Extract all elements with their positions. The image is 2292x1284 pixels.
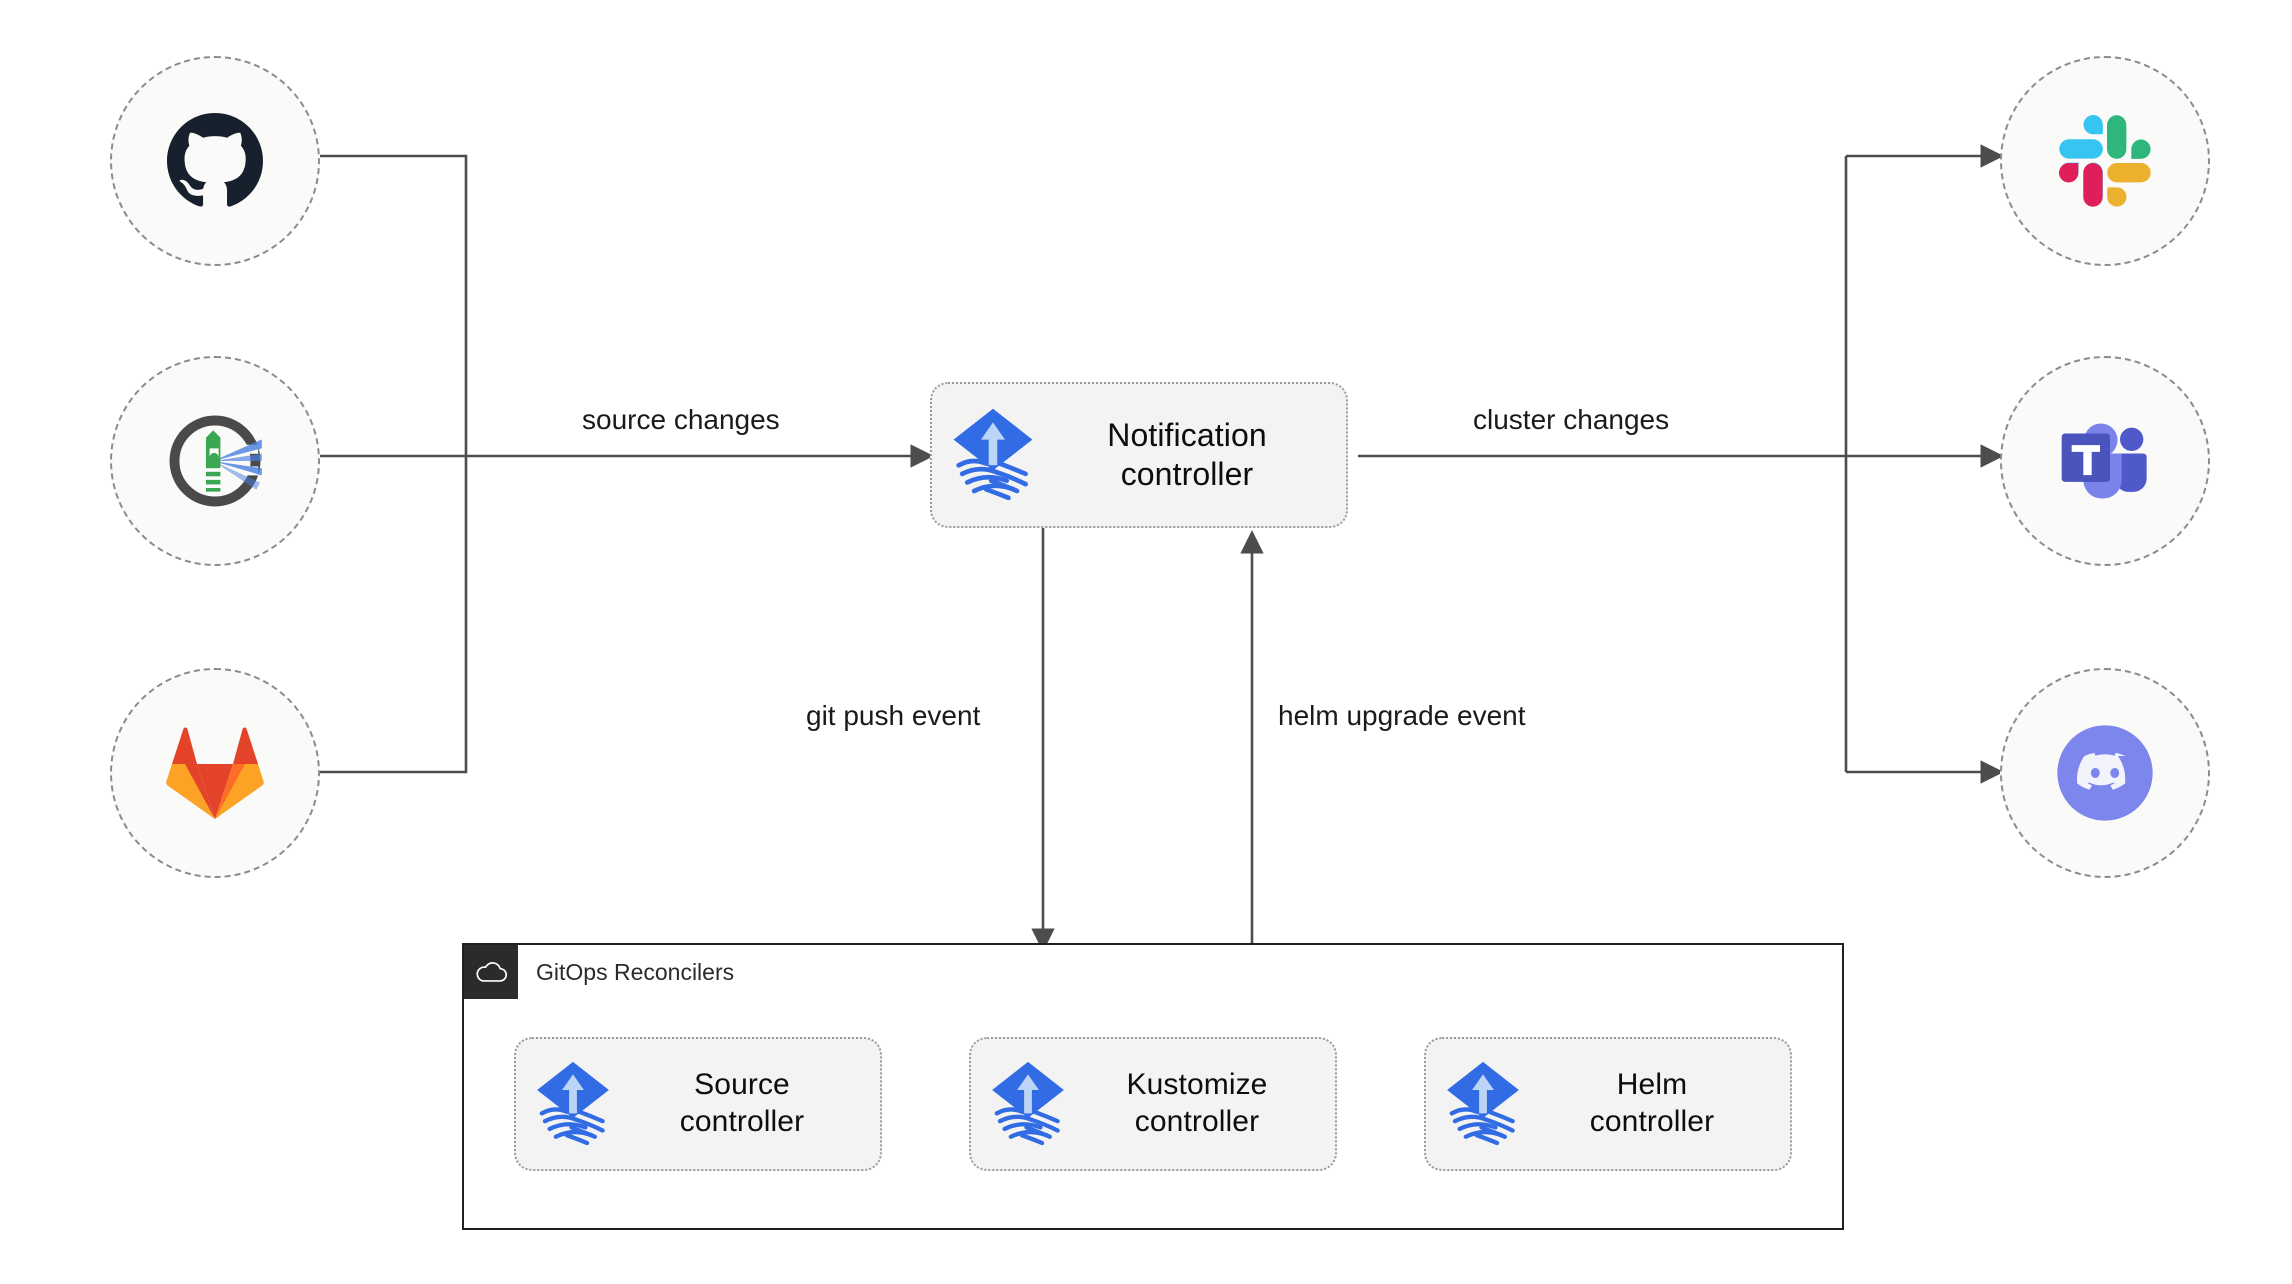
- target-node-slack[interactable]: [2000, 56, 2210, 266]
- node-helm-controller[interactable]: Helm controller: [1424, 1037, 1792, 1171]
- node-notification-controller[interactable]: Notification controller: [930, 382, 1348, 528]
- slack-icon: [2059, 115, 2151, 207]
- node-label: Source controller: [679, 1068, 805, 1138]
- node-source-controller[interactable]: Source controller: [514, 1037, 882, 1171]
- edge-github-to-bus: [320, 154, 468, 456]
- flux-logo-icon: [989, 1060, 1067, 1148]
- group-title: GitOps Reconcilers: [536, 958, 735, 985]
- flux-logo-icon: [950, 407, 1036, 503]
- edge-label-cluster-changes: cluster changes: [1467, 404, 1676, 436]
- edge-label-source-changes: source changes: [576, 404, 786, 436]
- flux-logo-icon: [1444, 1060, 1522, 1148]
- group-header: GitOps Reconcilers: [464, 945, 734, 999]
- cloud-icon: [464, 945, 518, 999]
- target-node-discord[interactable]: [2000, 668, 2210, 878]
- node-label: Notification controller: [1107, 416, 1267, 492]
- source-node-github[interactable]: [110, 56, 320, 266]
- source-node-gitlab[interactable]: [110, 668, 320, 878]
- edge-label-git-push-event: git push event: [800, 700, 987, 732]
- node-label: Kustomize controller: [1126, 1068, 1268, 1138]
- edge-gitlab-to-bus: [320, 456, 468, 774]
- flux-lighthouse-icon: [161, 407, 269, 515]
- node-label: Helm controller: [1589, 1068, 1715, 1138]
- microsoft-teams-icon: [2055, 415, 2155, 507]
- source-node-flux[interactable]: [110, 356, 320, 566]
- node-kustomize-controller[interactable]: Kustomize controller: [969, 1037, 1337, 1171]
- target-node-teams[interactable]: [2000, 356, 2210, 566]
- flux-logo-icon: [534, 1060, 612, 1148]
- discord-icon: [2050, 718, 2160, 828]
- edge-label-helm-upgrade-event: helm upgrade event: [1272, 700, 1532, 732]
- github-icon: [167, 113, 263, 209]
- gitlab-icon: [165, 726, 265, 820]
